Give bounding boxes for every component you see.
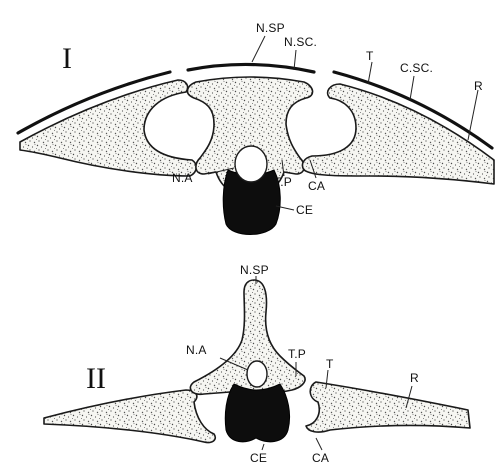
neural-canal-two (247, 361, 267, 387)
figure-one: I N.SP N.SC. T C.SC. R N.A T.P CA (18, 21, 494, 235)
label-neural-arch-one: N.A (172, 171, 193, 185)
label-centrum-two: CE (250, 451, 267, 465)
figure-two-numeral: II (86, 362, 106, 395)
label-neural-spine-one: N.SP (256, 21, 285, 35)
label-transverse-process-one: T.P (274, 175, 292, 189)
neural-canal-one (235, 146, 267, 182)
label-costal-scute-one: C.SC. (400, 61, 433, 75)
rib-right (302, 84, 494, 184)
centrum-two (225, 384, 289, 442)
label-rib-two: R (410, 371, 419, 385)
figure-one-numeral: I (62, 42, 72, 75)
label-neural-spine-two: N.SP (240, 263, 269, 277)
label-centrum-one: CE (296, 203, 313, 217)
label-capitulum-two: CA (312, 451, 329, 465)
label-neural-scute-one: N.SC. (284, 35, 317, 49)
label-t-two: T (326, 357, 334, 371)
label-neural-arch-two: N.A (186, 343, 207, 357)
label-rib-one: R (474, 79, 483, 93)
vertebra-two (190, 280, 305, 404)
label-t-one: T (366, 49, 374, 63)
rib-left-two (44, 390, 215, 443)
neural-scute (188, 64, 314, 72)
label-transverse-process-two: T.P (288, 347, 306, 361)
rib-left (20, 80, 196, 176)
label-capitulum-one: CA (308, 179, 325, 193)
figure-two: II N.SP N.A T.P T R CE CA (44, 263, 470, 465)
rib-right-two (306, 382, 470, 432)
